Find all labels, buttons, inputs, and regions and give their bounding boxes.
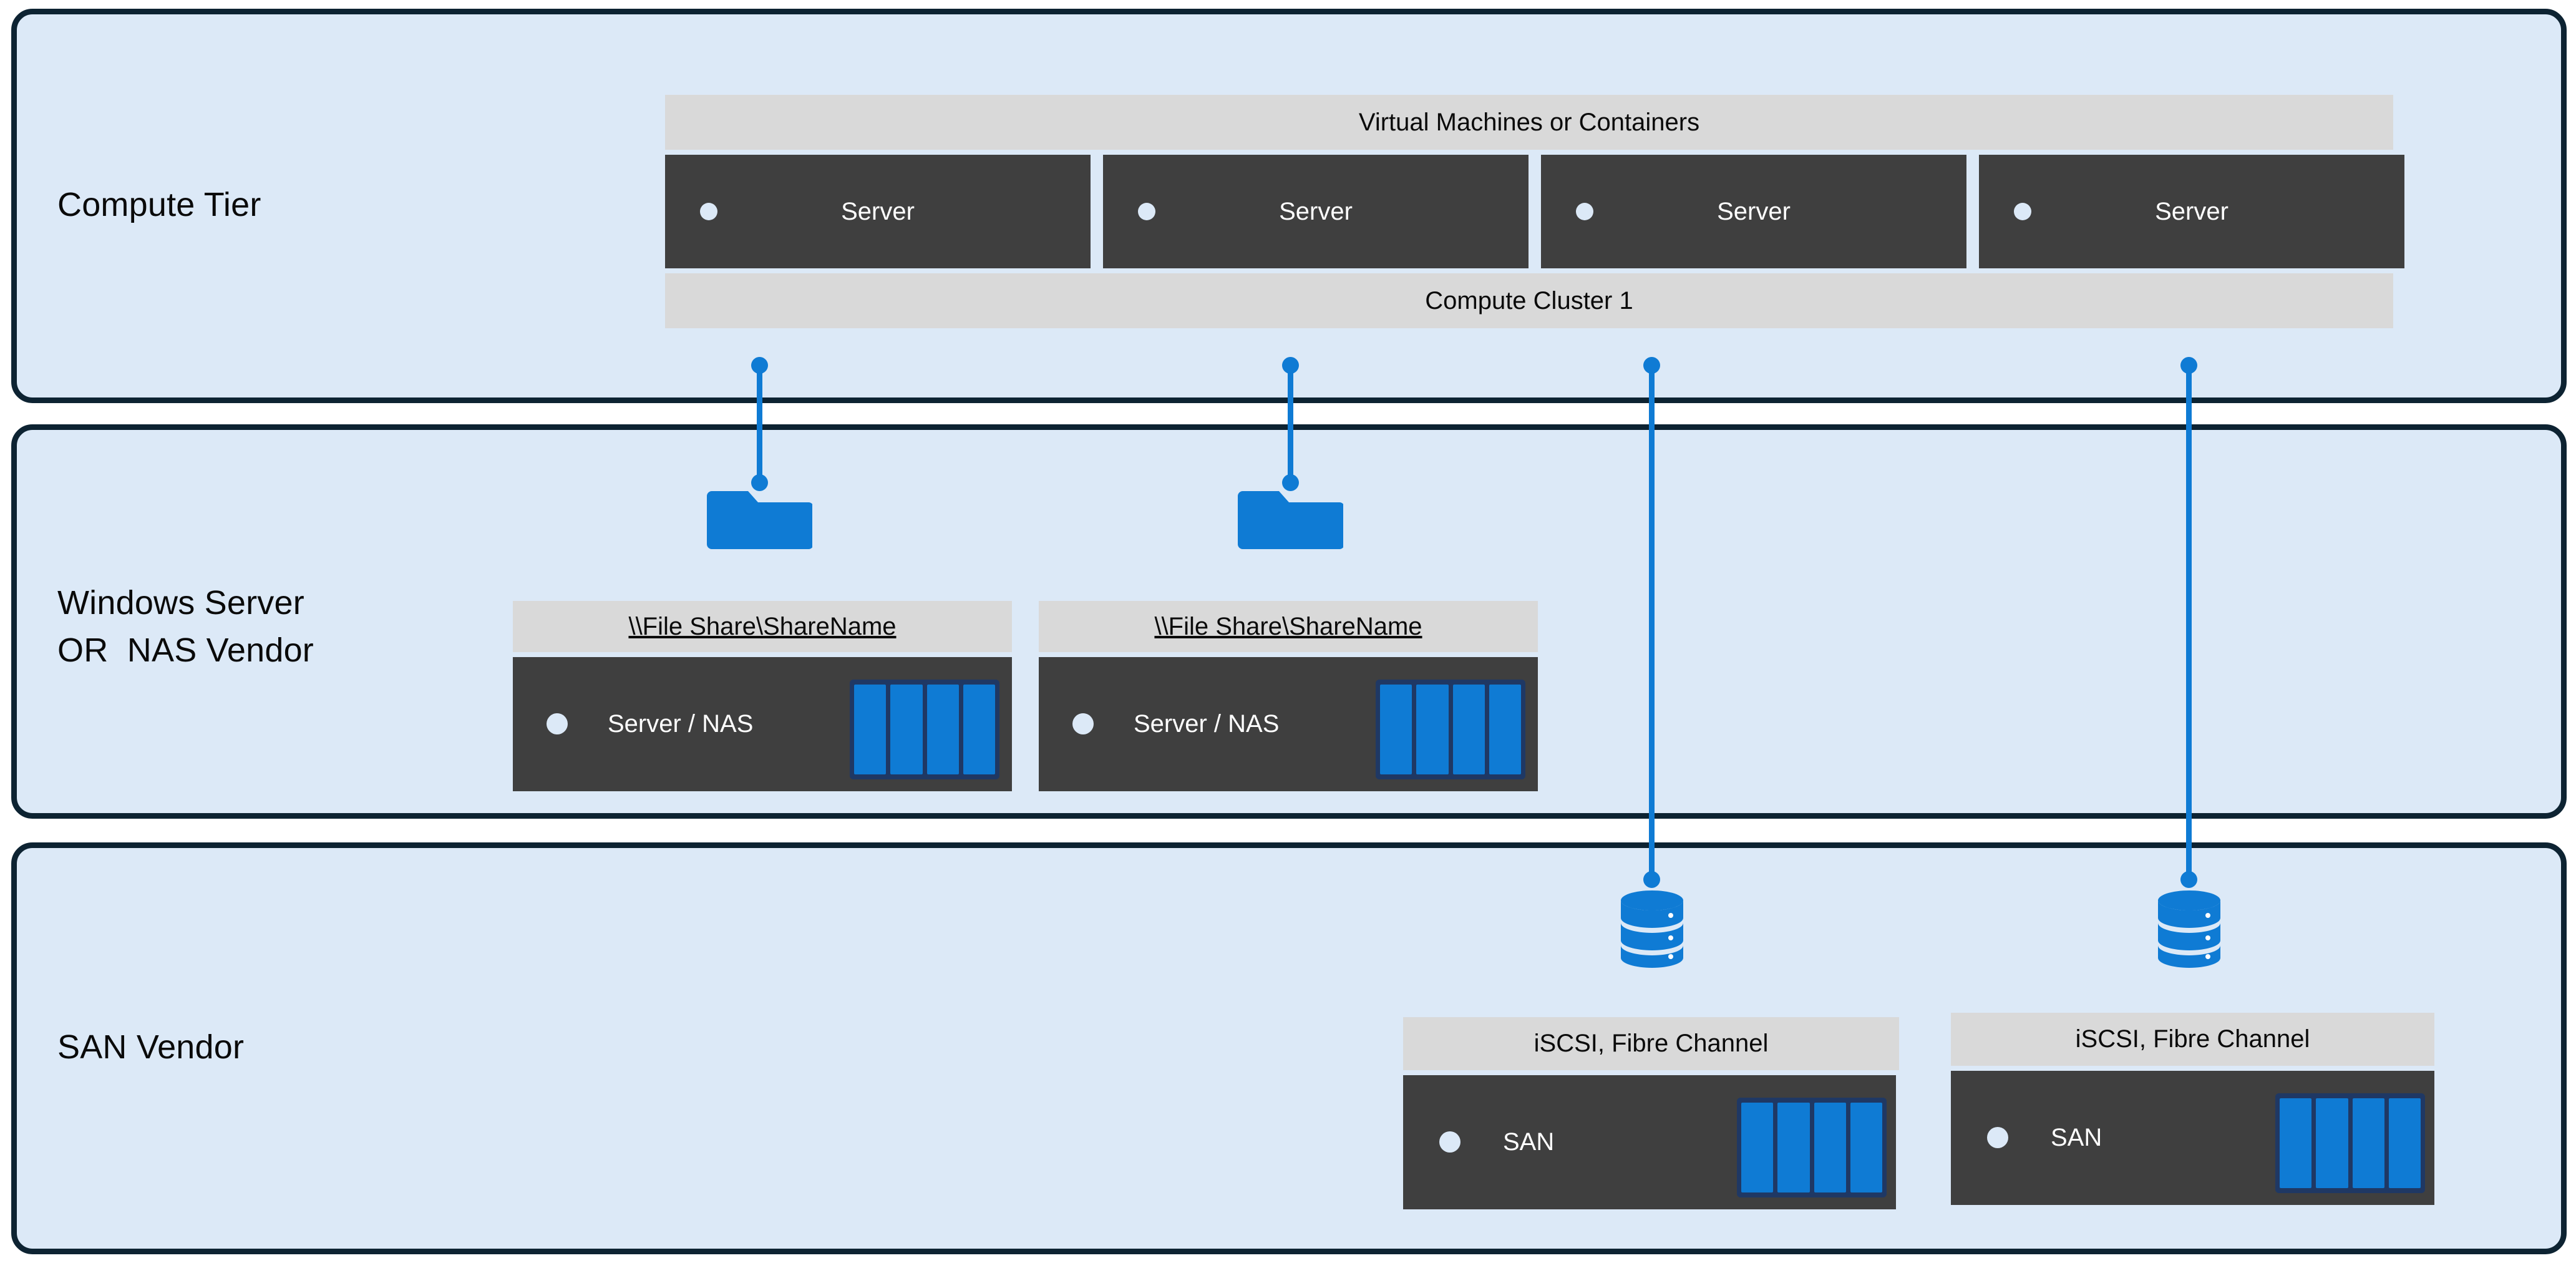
disk-bar: [1814, 1103, 1846, 1192]
connector-endpoint-bottom: [2180, 871, 2197, 888]
disk-bar: [2352, 1098, 2384, 1188]
disk-bar: [1741, 1103, 1774, 1192]
status-led-icon: [1138, 203, 1155, 220]
caption-file-share-2[interactable]: \\File Share\ShareName: [1039, 601, 1538, 652]
nas-box-2[interactable]: Server / NAS: [1039, 657, 1538, 791]
san-box-2[interactable]: SAN: [1951, 1071, 2434, 1205]
nas-box-1[interactable]: Server / NAS: [513, 657, 1012, 791]
server-label: Server: [1717, 197, 1791, 225]
folder-icon: [703, 484, 814, 549]
status-led-icon: [700, 203, 717, 220]
disk-bar: [2316, 1098, 2348, 1188]
caption-compute-cluster-1: Compute Cluster 1: [665, 273, 2393, 328]
server-label: Server: [2155, 197, 2228, 225]
caption-virtual-machines-or-containers: Virtual Machines or Containers: [665, 95, 2393, 150]
disk-bar: [1380, 685, 1412, 774]
database-cylinder-icon: [2154, 889, 2224, 969]
connector-endpoint-top: [2180, 357, 2197, 374]
disk-array: [1376, 680, 1525, 779]
status-led-icon: [1439, 1131, 1461, 1153]
connector-endpoint-bottom: [1643, 871, 1660, 888]
server-box-1[interactable]: Server: [665, 155, 1091, 268]
connector-server1-to-fileshare1[interactable]: [757, 365, 762, 484]
disk-bar: [963, 685, 995, 774]
caption-san-2: iSCSI, Fibre Channel: [1951, 1013, 2434, 1066]
disk-bar: [2388, 1098, 2421, 1188]
disk-bar: [1777, 1103, 1810, 1192]
connector-server3-to-san1[interactable]: [1649, 365, 1655, 880]
disk-bar: [854, 685, 887, 774]
server-box-4[interactable]: Server: [1979, 155, 2404, 268]
tier-label-compute: Compute Tier: [57, 186, 261, 223]
connector-server4-to-san2[interactable]: [2186, 365, 2192, 880]
disk-array: [2275, 1093, 2425, 1193]
connector-endpoint-top: [751, 357, 768, 374]
disk-bar: [1850, 1103, 1882, 1192]
caption-file-share-1[interactable]: \\File Share\ShareName: [513, 601, 1012, 652]
server-label: Server: [1279, 197, 1353, 225]
tier-label-windows-server-nas: Windows Server OR NAS Vendor: [57, 584, 314, 669]
disk-array: [1737, 1098, 1887, 1197]
server-box-3[interactable]: Server: [1541, 155, 1966, 268]
status-led-icon: [1072, 713, 1094, 734]
san-box-1[interactable]: SAN: [1403, 1075, 1896, 1209]
tier-label-san-vendor: SAN Vendor: [57, 1028, 245, 1066]
connector-server2-to-fileshare2[interactable]: [1288, 365, 1293, 484]
database-cylinder-icon: [1617, 889, 1687, 969]
status-led-icon: [1576, 203, 1593, 220]
disk-bar: [926, 685, 959, 774]
disk-bar: [2280, 1098, 2312, 1188]
disk-bar: [890, 685, 923, 774]
status-led-icon: [1987, 1127, 2008, 1148]
disk-bar: [1489, 685, 1521, 774]
connector-endpoint-bottom: [751, 474, 768, 491]
connector-endpoint-bottom: [1282, 474, 1299, 491]
status-led-icon: [2014, 203, 2031, 220]
server-box-2[interactable]: Server: [1103, 155, 1529, 268]
folder-icon: [1234, 484, 1344, 549]
status-led-icon: [547, 713, 568, 734]
caption-san-1: iSCSI, Fibre Channel: [1403, 1017, 1899, 1070]
disk-array: [850, 680, 999, 779]
disk-bar: [1416, 685, 1449, 774]
connector-endpoint-top: [1282, 357, 1299, 374]
connector-endpoint-top: [1643, 357, 1660, 374]
server-label: Server: [841, 197, 915, 225]
disk-bar: [1452, 685, 1485, 774]
